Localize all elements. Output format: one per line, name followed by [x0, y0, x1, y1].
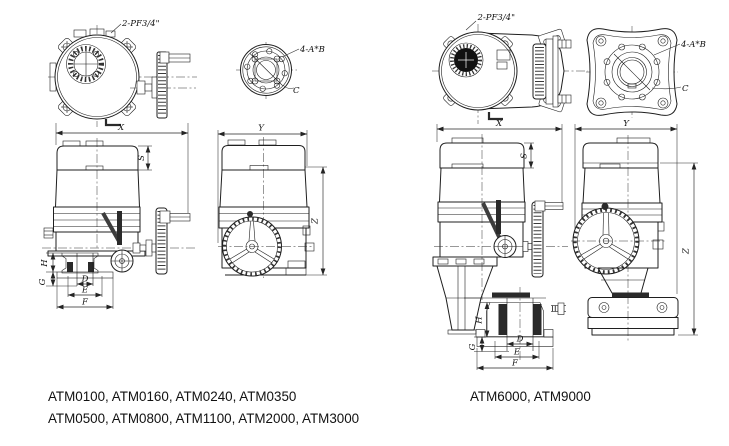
right-dim-d-label: D	[516, 335, 524, 345]
right-top-view: 2-PF3/4"	[432, 13, 588, 124]
gear-housing	[110, 249, 134, 273]
left-dim-d-label: D	[81, 275, 89, 285]
left-dim-y-label: Y	[258, 124, 265, 134]
flange-bolt-holes	[603, 43, 661, 101]
left-port-size-label: 2-PF3/4"	[121, 19, 160, 29]
left-dim-f-label: F	[81, 298, 89, 308]
right-front-view: S	[432, 134, 568, 371]
left-dim-c-label: C	[293, 86, 300, 96]
left-front-view: S	[38, 138, 196, 310]
right-model-caption: ATM6000, ATM9000	[470, 389, 591, 404]
mounting-base	[587, 297, 679, 336]
right-dim-x-label: X	[495, 119, 503, 129]
declutch-lever	[481, 202, 503, 242]
right-port-size-label: 2-PF3/4"	[477, 13, 516, 23]
left-flange-view: 4-A*B C	[236, 42, 325, 99]
left-dim-x-label: X	[117, 123, 125, 133]
handwheel-knob	[601, 203, 609, 210]
right-dim-row: X Y	[436, 119, 678, 294]
right-dim-f-label: F	[511, 359, 519, 369]
output-bracket	[56, 252, 114, 286]
position-indicator-dial	[66, 44, 106, 84]
drain-elbow	[487, 112, 503, 121]
left-dim-s-label: S	[137, 155, 147, 161]
left-flange-bolt-label: 4-A*B	[299, 45, 325, 55]
right-dim-z-label: Z	[682, 247, 692, 255]
handwheel-edge	[531, 200, 564, 278]
left-model-caption-line2: ATM0500, ATM0800, ATM1100, ATM2000, ATM3…	[48, 411, 359, 426]
handwheel-edge	[156, 51, 191, 119]
right-dim-e-label: E	[513, 348, 521, 358]
handwheel	[572, 203, 640, 275]
handwheel-edge	[532, 35, 572, 108]
right-dim-g-label: G	[468, 343, 478, 350]
left-dim-e-label: E	[81, 286, 89, 296]
position-indicator-dial	[448, 42, 484, 78]
left-side-view: Z	[218, 137, 327, 278]
drain-elbow	[104, 119, 121, 127]
right-dim-c-label: C	[682, 84, 689, 94]
right-dim-y-label: Y	[623, 119, 630, 129]
gear-housing	[493, 235, 517, 258]
handwheel-knob	[247, 211, 253, 217]
right-flange-view: 4-A*B C	[586, 26, 706, 118]
right-dim-h-label: H	[475, 316, 485, 325]
handwheel-edge	[155, 207, 191, 275]
left-dim-row: X Y	[55, 123, 308, 243]
left-model-caption-line1: ATM0100, ATM0160, ATM0240, ATM0350	[48, 389, 296, 404]
flange-bolt-holes	[244, 48, 288, 92]
right-side-view: Z	[571, 135, 698, 341]
stem-bracket	[464, 287, 566, 362]
right-dim-s-label: S	[520, 153, 530, 159]
left-dim-h-label: H	[40, 259, 50, 268]
left-top-view: 2-PF3/4"	[48, 19, 197, 127]
left-dim-g-label: G	[38, 278, 48, 285]
left-dim-z-label: Z	[311, 217, 321, 225]
right-flange-bolt-label: 4-A*B	[680, 40, 706, 50]
